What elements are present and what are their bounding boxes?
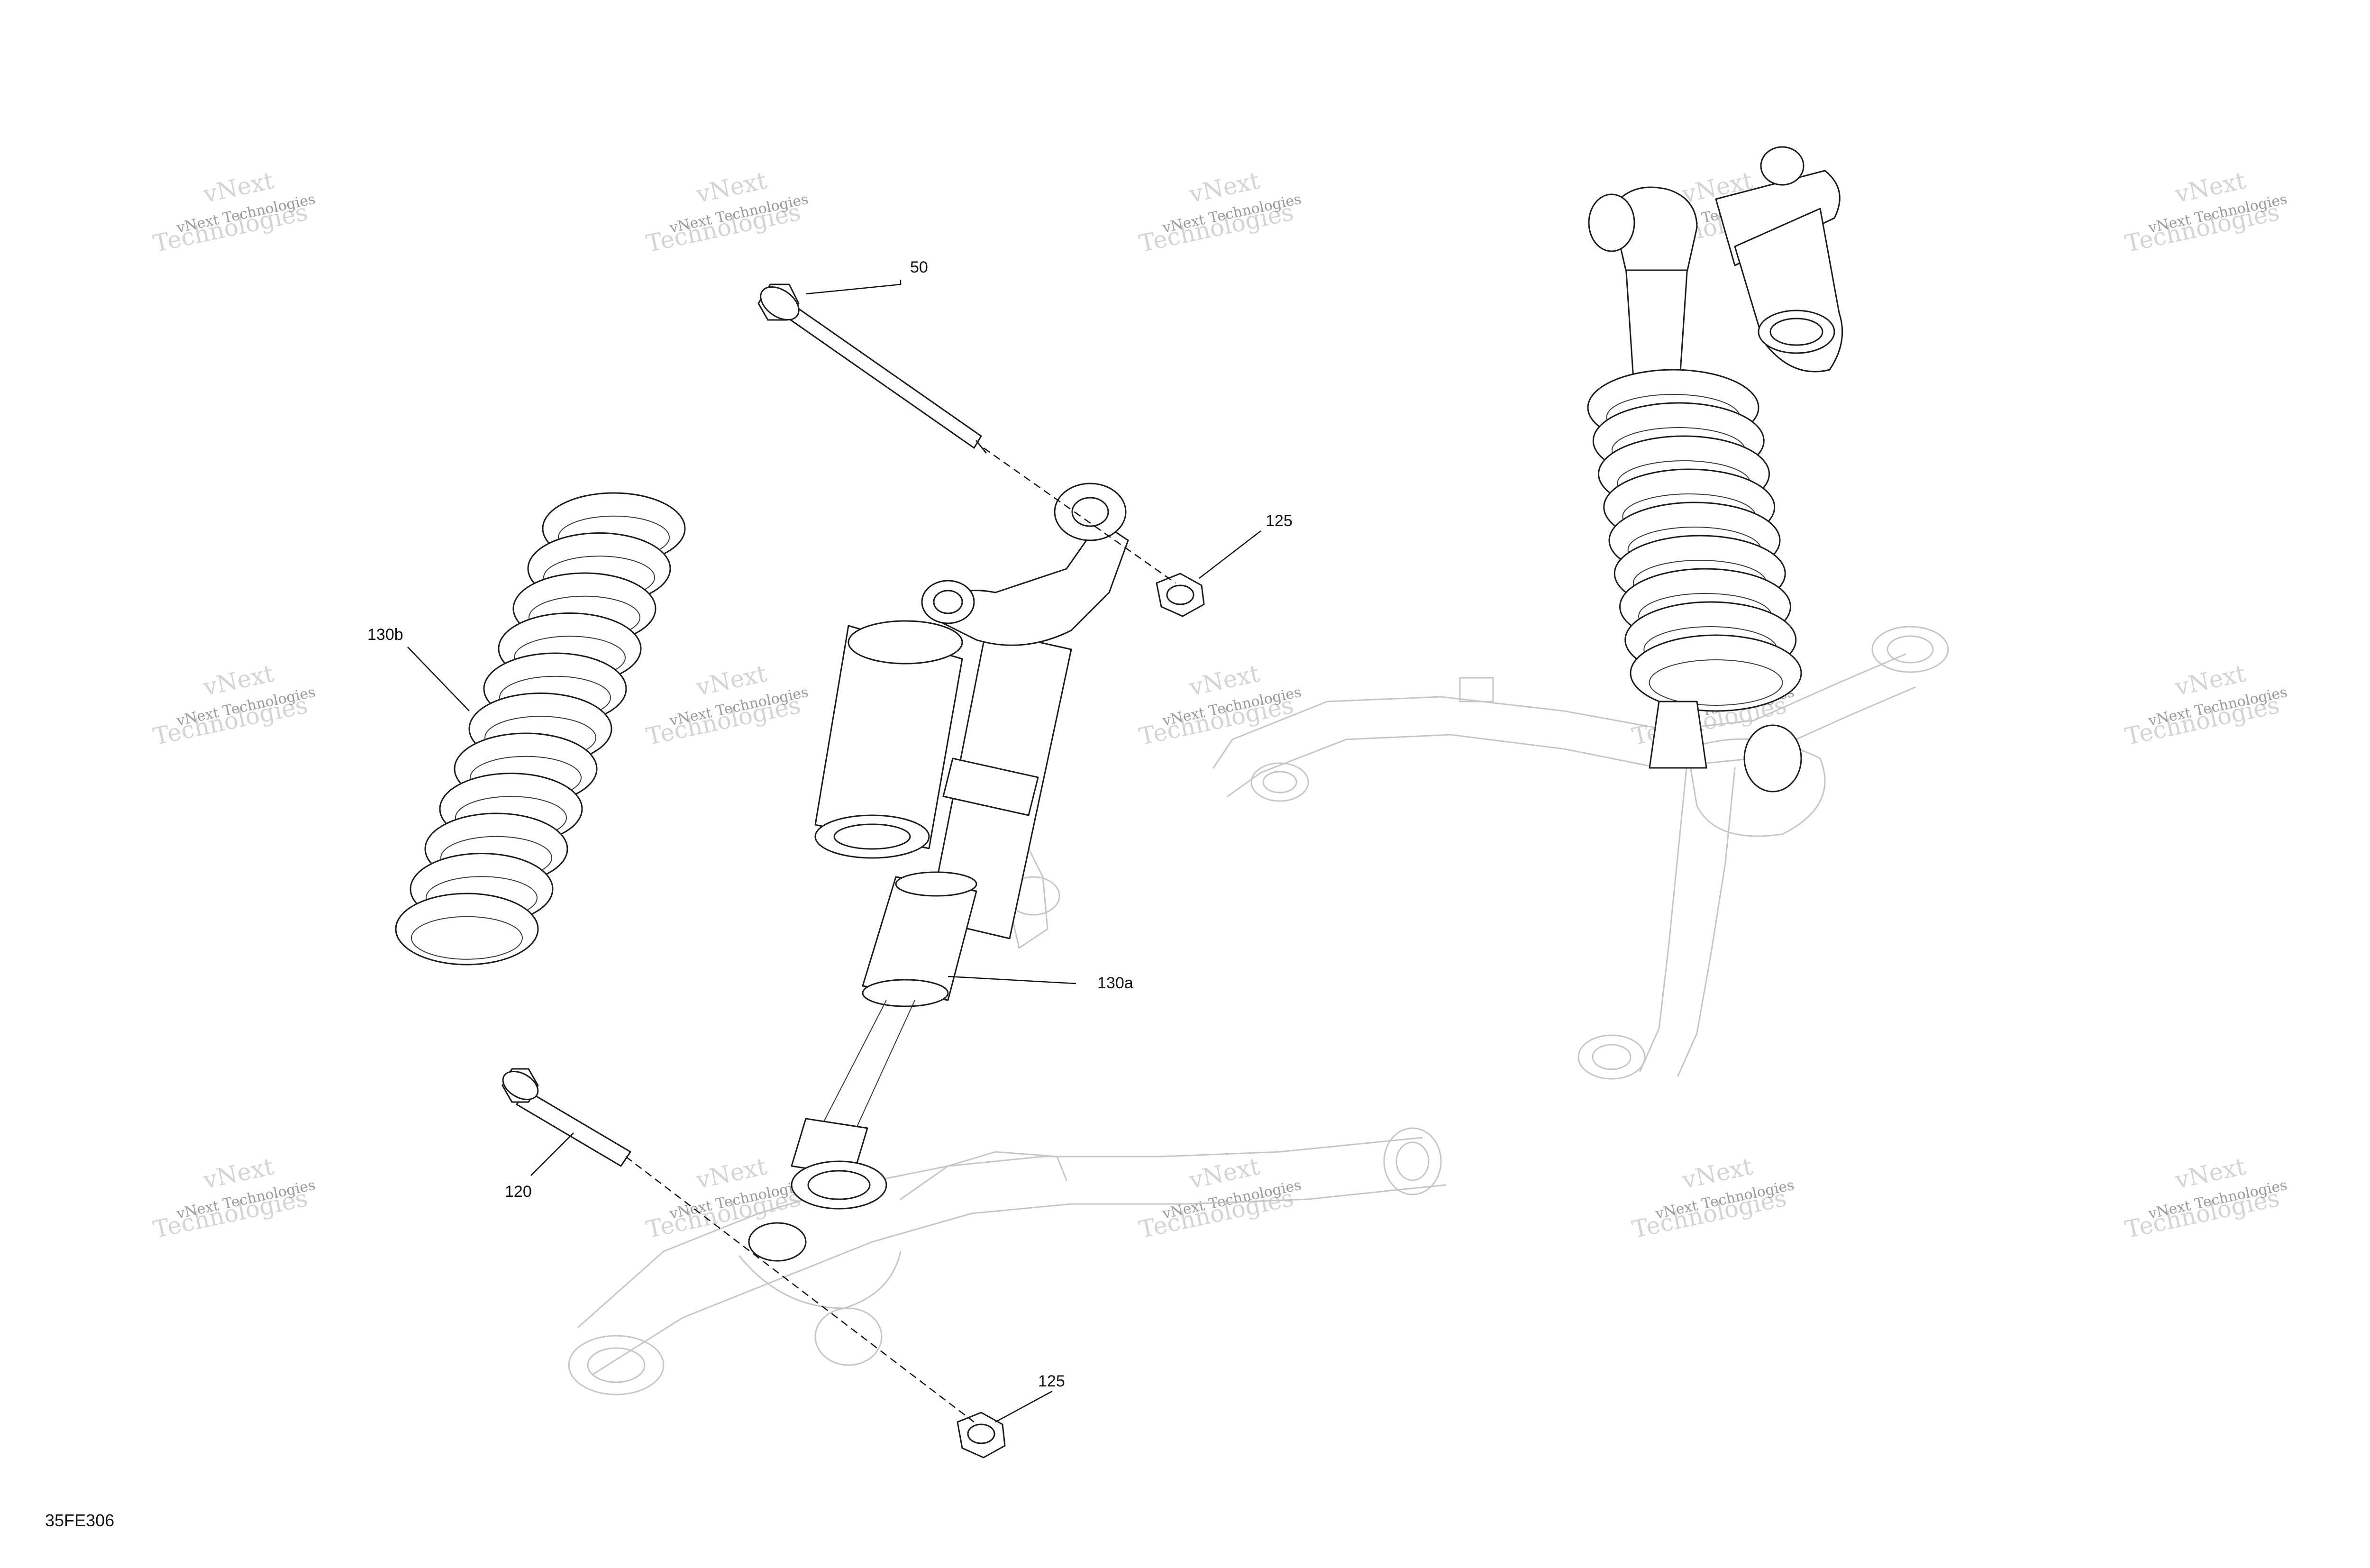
shock-absorber <box>748 483 1129 1262</box>
callout-130b: 130b <box>367 626 403 644</box>
callout-125-bottom: 125 <box>1038 1372 1065 1390</box>
installed-spring-coil-inner <box>1649 659 1783 706</box>
installed-spring-coil <box>1630 634 1802 712</box>
figure-code: 35FE306 <box>45 1511 114 1530</box>
spring-coil-inner <box>411 916 523 960</box>
leader-130a <box>948 975 1076 985</box>
leader-120 <box>530 1132 574 1176</box>
leader-125-top <box>1199 530 1261 579</box>
callout-125-top: 125 <box>1266 512 1293 530</box>
spring-coil <box>395 893 539 966</box>
nut-125-bottom <box>957 1412 1006 1459</box>
callout-130a: 130a <box>1097 974 1133 992</box>
bolt-120 <box>501 1068 631 1167</box>
callout-120: 120 <box>505 1183 532 1201</box>
installed-spring <box>1587 369 1802 712</box>
bolt-50 <box>757 283 987 454</box>
leader-130b <box>407 647 470 711</box>
leader-50 <box>805 280 902 295</box>
lower-control-arm <box>568 838 1447 1395</box>
coil-spring <box>395 492 686 966</box>
assembled-view <box>1212 146 1949 1080</box>
axis-top <box>983 447 1176 584</box>
callout-50: 50 <box>910 258 928 276</box>
nut-125-top <box>1156 573 1205 617</box>
leader-125-bottom <box>995 1390 1053 1423</box>
